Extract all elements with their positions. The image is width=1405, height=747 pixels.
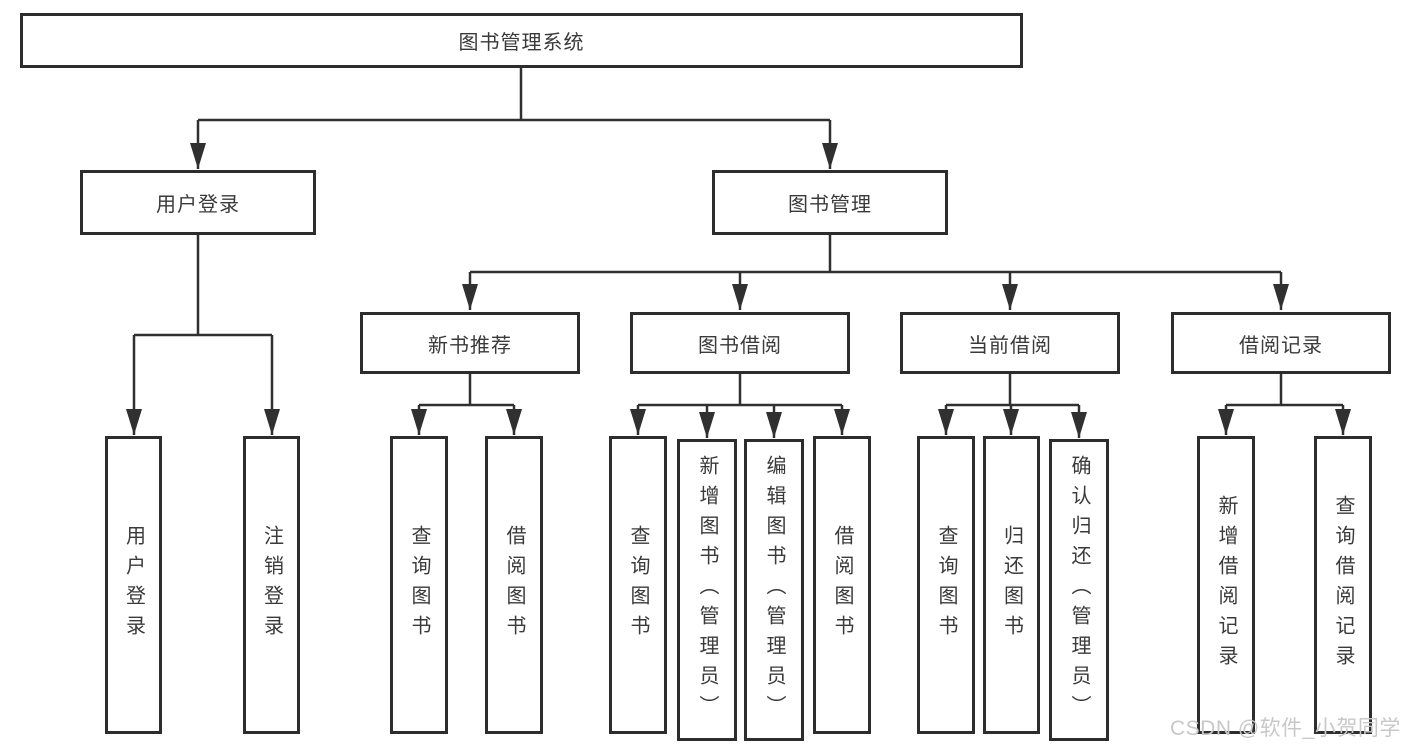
leaf-user-login-label: 用户登录 (122, 525, 145, 645)
node-current-borrowing: 当前借阅 (900, 312, 1120, 374)
node-book-borrowing-label: 图书借阅 (698, 334, 782, 357)
leaf-query-borrow-record-label: 查询借阅记录 (1332, 495, 1354, 675)
leaf-edit-books-admin-label: 编辑图书（管理员） (763, 455, 785, 725)
node-new-book-recommendation: 新书推荐 (360, 312, 580, 374)
csdn-watermark: CSDN @软件_小贺同学 (1170, 717, 1401, 740)
node-library-system: 图书管理系统 (20, 13, 1023, 68)
leaf-borrow-books-recommend: 借阅图书 (485, 436, 543, 734)
node-borrowing-records-label: 借阅记录 (1239, 334, 1323, 357)
leaf-borrow-books: 借阅图书 (813, 436, 871, 734)
leaf-add-borrow-record-label: 新增借阅记录 (1215, 495, 1237, 675)
node-library-system-label: 图书管理系统 (458, 32, 585, 54)
leaf-add-books-admin: 新增图书（管理员） (677, 439, 737, 741)
node-current-borrowing-label: 当前借阅 (968, 334, 1052, 357)
leaf-query-books-recommend: 查询图书 (390, 436, 448, 734)
leaf-query-books-borrow-label: 查询图书 (627, 525, 649, 645)
leaf-confirm-return-admin-label: 确认归还（管理员） (1068, 455, 1090, 725)
leaf-query-books-borrow: 查询图书 (609, 436, 667, 734)
leaf-logout-login-label: 注销登录 (260, 525, 283, 645)
node-borrowing-records: 借阅记录 (1171, 312, 1391, 374)
leaf-logout-login: 注销登录 (243, 436, 300, 734)
leaf-borrow-books-recommend-label: 借阅图书 (503, 525, 525, 645)
leaf-edit-books-admin: 编辑图书（管理员） (744, 439, 804, 741)
node-user-login-label: 用户登录 (156, 194, 240, 216)
leaf-confirm-return-admin: 确认归还（管理员） (1049, 439, 1109, 741)
node-user-login: 用户登录 (80, 170, 316, 235)
node-book-management-label: 图书管理 (788, 194, 872, 216)
leaf-query-borrow-record: 查询借阅记录 (1314, 436, 1372, 734)
leaf-query-books-current: 查询图书 (917, 436, 975, 734)
leaf-borrow-books-label: 借阅图书 (831, 525, 853, 645)
leaf-query-books-recommend-label: 查询图书 (408, 525, 430, 645)
leaf-add-books-admin-label: 新增图书（管理员） (696, 455, 718, 725)
leaf-add-borrow-record: 新增借阅记录 (1197, 436, 1255, 734)
node-new-book-recommendation-label: 新书推荐 (428, 334, 512, 357)
leaf-return-books: 归还图书 (983, 436, 1040, 734)
node-book-borrowing: 图书借阅 (630, 312, 850, 374)
connector-group (126, 68, 1351, 438)
leaf-query-books-current-label: 查询图书 (935, 525, 957, 645)
leaf-return-books-label: 归还图书 (1000, 525, 1023, 645)
leaf-user-login: 用户登录 (105, 436, 162, 734)
node-book-management: 图书管理 (712, 170, 948, 235)
